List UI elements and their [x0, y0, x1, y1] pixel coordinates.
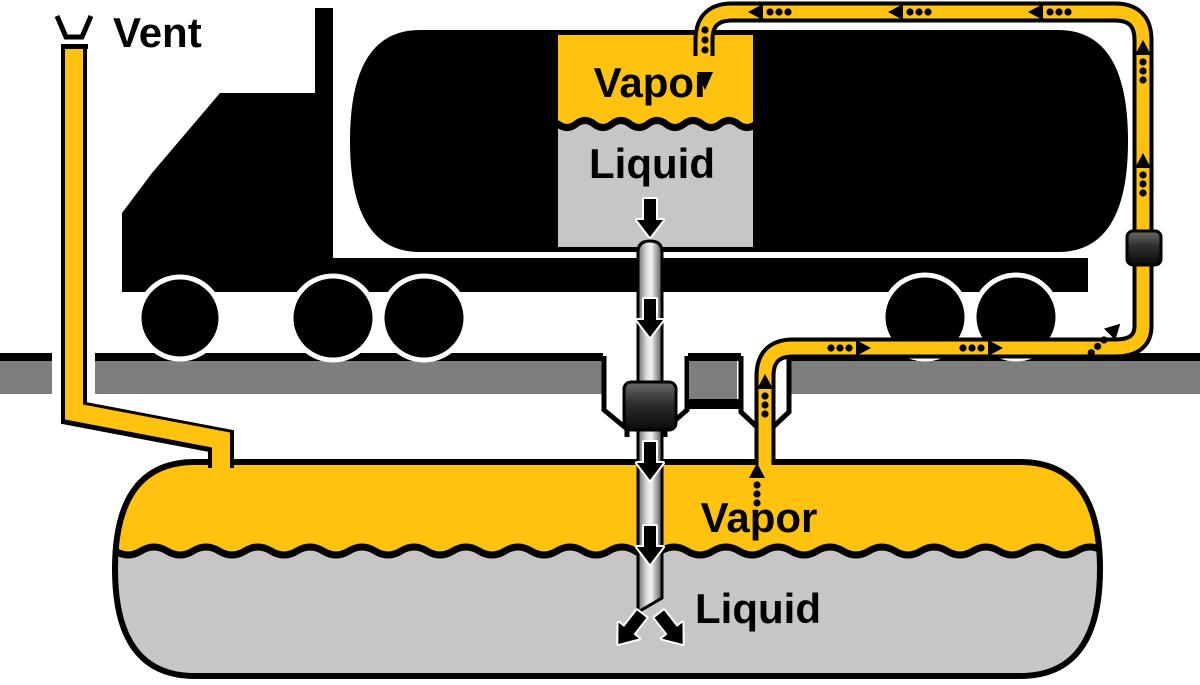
underground-vapor-label: Vapor — [701, 494, 818, 541]
vapor-arrow-right — [959, 340, 1003, 356]
vapor-arrow-up — [757, 374, 773, 418]
truck-liquid-surface-wave — [554, 117, 760, 131]
vent-assembly — [54, 15, 234, 472]
vapor-pipe-coupling — [1125, 229, 1163, 267]
vent-cap — [54, 15, 94, 40]
vapor-arrow-left — [1028, 4, 1072, 20]
vapor-arrow-left — [748, 4, 792, 20]
underground-storage-tank — [111, 459, 1104, 679]
truck-liquid-label: Liquid — [589, 140, 715, 187]
truck-wheel — [136, 274, 224, 362]
tanker-truck — [122, 8, 1128, 363]
underground-vapor-region — [115, 462, 1100, 555]
vent-label: Vent — [113, 9, 202, 56]
vapor-arrow-left — [888, 4, 932, 20]
vapor-arrow-right — [827, 340, 871, 356]
vapor-arrow-up — [1135, 40, 1151, 84]
truck-cab — [122, 93, 333, 292]
fill-riser-funnel-left-wall — [601, 356, 630, 437]
drop-tube — [622, 239, 678, 615]
vapor-arrow-bend — [1087, 323, 1121, 357]
truck-vapor-label: Vapor — [594, 59, 711, 106]
vapor-arrow-down — [697, 26, 713, 90]
ground-center-block — [690, 361, 737, 401]
vent-pipe-top-cap — [61, 44, 88, 49]
drop-tube-coupling — [622, 380, 678, 432]
truck-wheel — [288, 273, 378, 363]
underground-liquid-surface-wave — [115, 543, 1100, 559]
exhaust-stack — [315, 8, 333, 188]
vent-pipe — [65, 48, 230, 472]
vapor-flow-arrows — [697, 4, 1151, 507]
underground-liquid-region — [115, 551, 1100, 676]
labels: Vent Vapor Liquid Vapor Liquid — [113, 9, 821, 632]
underground-tank-shell — [111, 459, 1104, 679]
underground-liquid-label: Liquid — [695, 585, 821, 632]
vapor-arrow-up — [1135, 153, 1151, 197]
vapor-arrow-up — [749, 463, 765, 507]
truck-vapor-region — [558, 35, 753, 124]
truck-wheel — [379, 273, 469, 363]
